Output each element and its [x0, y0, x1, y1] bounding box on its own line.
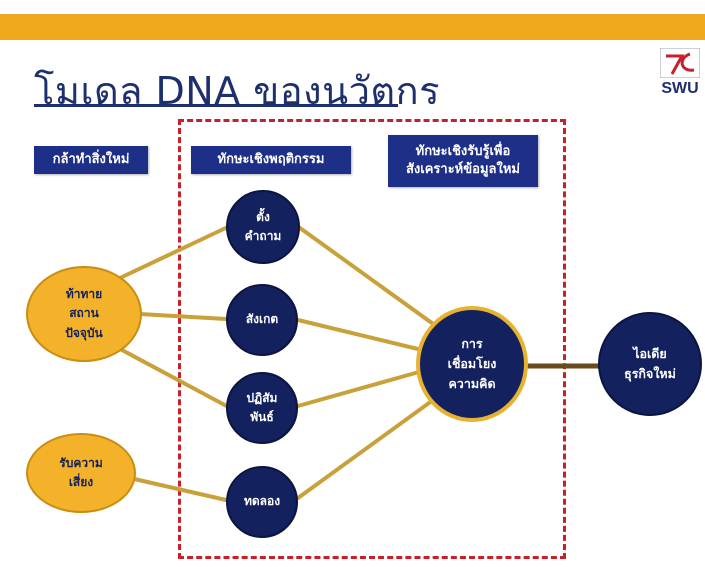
connector-experimenting-associating: [296, 393, 442, 500]
connector-risk-experimenting: [128, 476, 228, 502]
node-observing-label: สังเกต: [245, 312, 279, 327]
label-behavioral-skills: ทักษะเชิงพฤติกรรม: [191, 146, 351, 174]
node-challenge-status-quo: ท้าทาย สถาน ปัจจุบัน: [26, 266, 142, 362]
swu-logo: SWU: [658, 46, 702, 106]
connector-observing-associating: [296, 318, 424, 352]
connector-challenge-observing: [138, 312, 228, 321]
node-associating: การ เชื่อมโยง ความคิด: [416, 306, 528, 422]
node-questioning: ตั้ง คำถาม: [226, 190, 300, 264]
title-underline: [34, 104, 398, 107]
node-experimenting-label: ทดลอง: [243, 494, 281, 509]
node-networking-label: ปฏิสัม พันธ์: [246, 390, 278, 424]
node-take-risk: รับความ เสี่ยง: [26, 433, 136, 513]
node-new-idea-label: ไอเดีย ธุรกิจใหม่: [624, 346, 676, 381]
behavioral-skills-frame: [178, 119, 566, 559]
node-questioning-label: ตั้ง คำถาม: [244, 209, 282, 243]
node-associating-label: การ เชื่อมโยง ความคิด: [447, 336, 497, 391]
top-accent-bar: [0, 14, 705, 40]
label-cognitive-skills: ทักษะเชิงรับรู้เพื่อ สังเคราะห์ข้อมูลใหม…: [388, 135, 538, 187]
node-networking: ปฏิสัม พันธ์: [226, 372, 298, 444]
connector-challenge-questioning: [118, 223, 234, 280]
connector-networking-associating: [296, 368, 428, 408]
swu-logo-mark-icon: [660, 48, 700, 78]
connector-challenge-networking: [120, 348, 236, 412]
node-new-business-idea: ไอเดีย ธุรกิจใหม่: [598, 312, 702, 416]
swu-logo-text: SWU: [661, 80, 699, 97]
node-experimenting: ทดลอง: [226, 466, 298, 538]
node-challenge-label: ท้าทาย สถาน ปัจจุบัน: [65, 287, 103, 340]
node-risk-label: รับความ เสี่ยง: [59, 455, 103, 489]
node-observing: สังเกต: [226, 284, 298, 356]
connector-questioning-associating: [298, 226, 438, 328]
label-courage: กล้าทำสิ่งใหม่: [34, 146, 148, 174]
